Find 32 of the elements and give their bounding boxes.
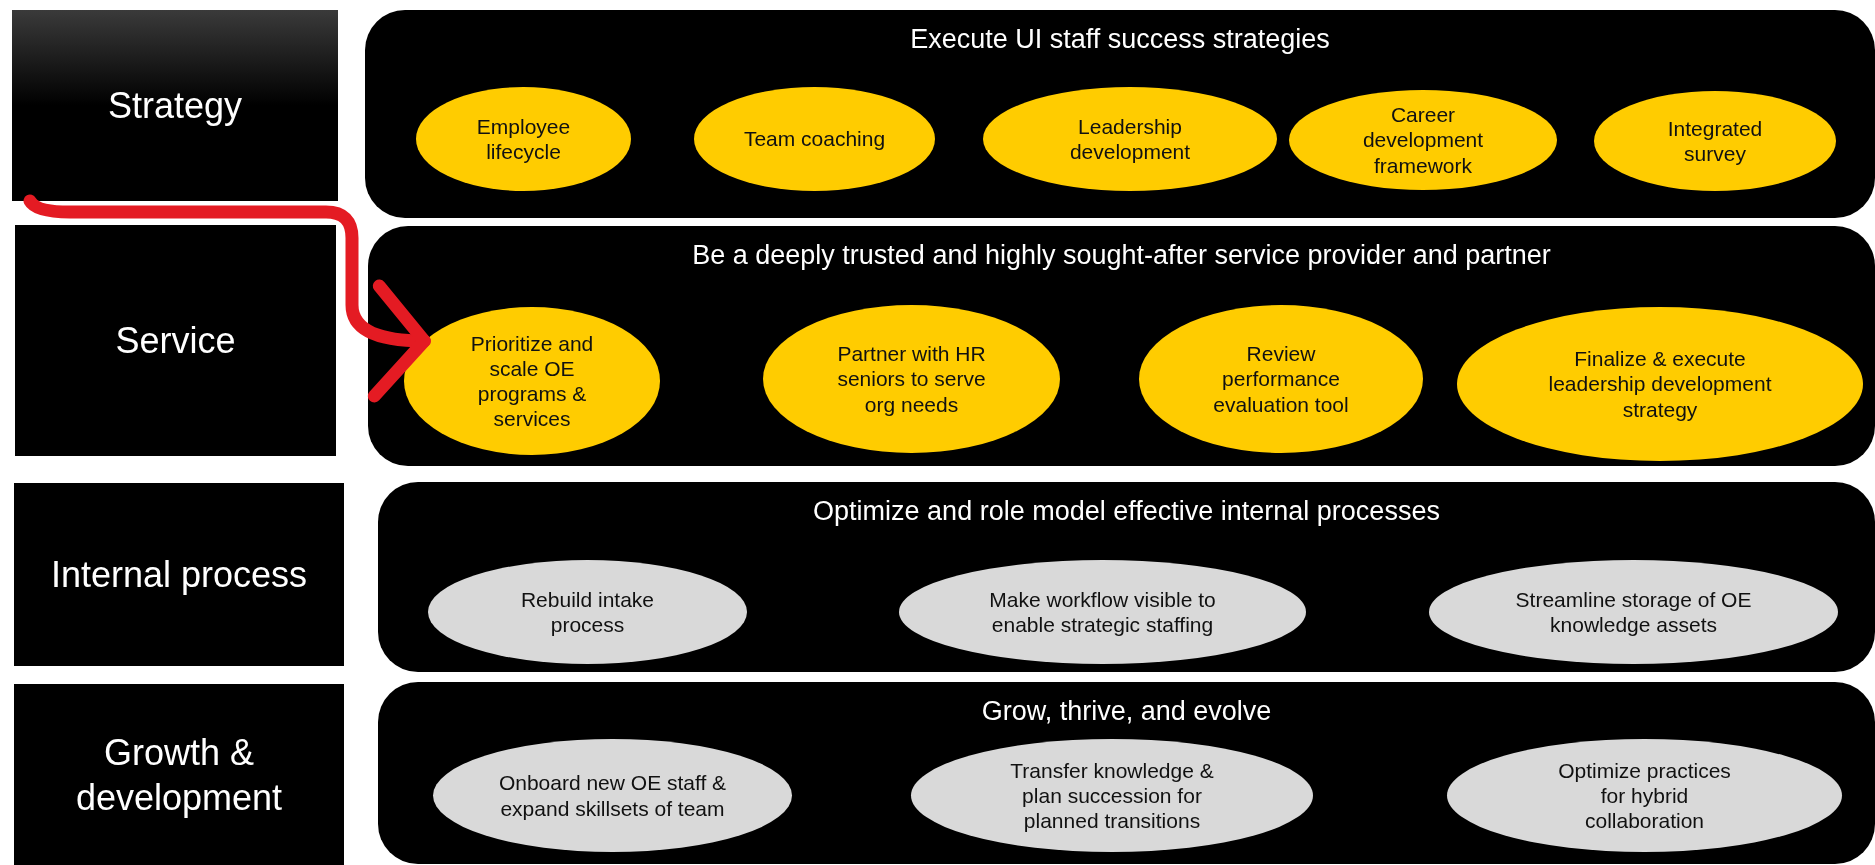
initiative-label: Rebuild intake process (519, 586, 656, 638)
initiative-label: Streamline storage of OE knowledge assets (1514, 586, 1753, 638)
initiative-label: Leadership development (1068, 113, 1192, 165)
category-label: Service (115, 319, 236, 363)
category-box (12, 10, 338, 201)
goal-panel (378, 482, 1875, 672)
category-label: Strategy (107, 84, 243, 128)
goal-heading: Execute UI staff success strategies (910, 24, 1330, 55)
hand-drawn-arrow (23, 194, 431, 402)
initiative-label: Integrated survey (1666, 115, 1764, 167)
initiative-label: Transfer knowledge & plan succession for planned transitions (1009, 757, 1215, 834)
category-label: Growth & development (74, 730, 284, 820)
goal-panel (378, 682, 1875, 864)
initiative-label: Optimize practices for hybrid collaboration (1557, 757, 1732, 834)
category-box (15, 225, 336, 456)
initiative-label: Career development framework (1361, 102, 1485, 178)
category-box (14, 483, 344, 666)
initiative-label: Finalize & execute leadership development strategy (1547, 346, 1773, 422)
goal-heading: Optimize and role model effective internal processes (813, 496, 1440, 527)
initiative-label: Onboard new OE staff & expand skillsets of team (497, 770, 728, 821)
goal-panel (368, 226, 1875, 466)
initiative-label: Employee lifecycle (475, 113, 572, 165)
initiative-label: Prioritize and scale OE programs & services (469, 330, 595, 432)
goal-heading: Grow, thrive, and evolve (981, 696, 1272, 727)
goal-heading: Be a deeply trusted and highly sought-after service provider and partner (692, 240, 1551, 271)
category-box (14, 684, 344, 865)
initiative-label: Make workflow visible to enable strategic staffing (988, 586, 1217, 638)
goal-panel (365, 10, 1875, 218)
category-label: Internal process (50, 553, 308, 597)
initiative-label: Team coaching (743, 126, 886, 152)
initiative-label: Partner with HR seniors to serve org needs (836, 341, 987, 417)
initiative-label: Review performance evaluation tool (1212, 341, 1350, 417)
